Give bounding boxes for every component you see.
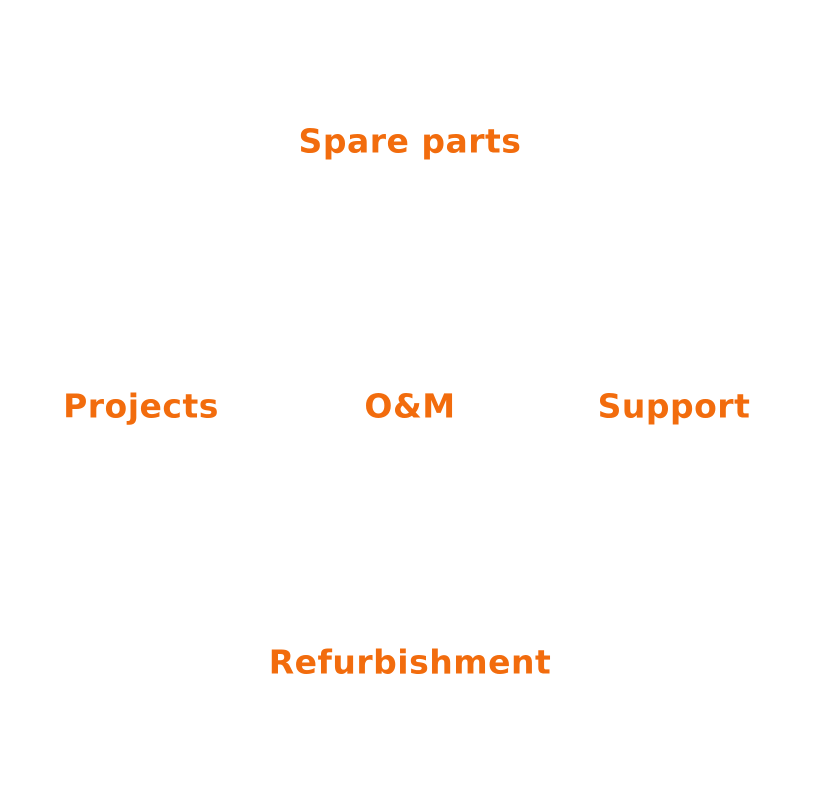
projects-label: Projects <box>63 386 219 426</box>
o-and-m-center-label: O&M <box>364 386 456 426</box>
spare-parts-label: Spare parts <box>298 121 522 161</box>
refurbishment-label: Refurbishment <box>268 642 552 682</box>
support-label: Support <box>597 386 751 426</box>
